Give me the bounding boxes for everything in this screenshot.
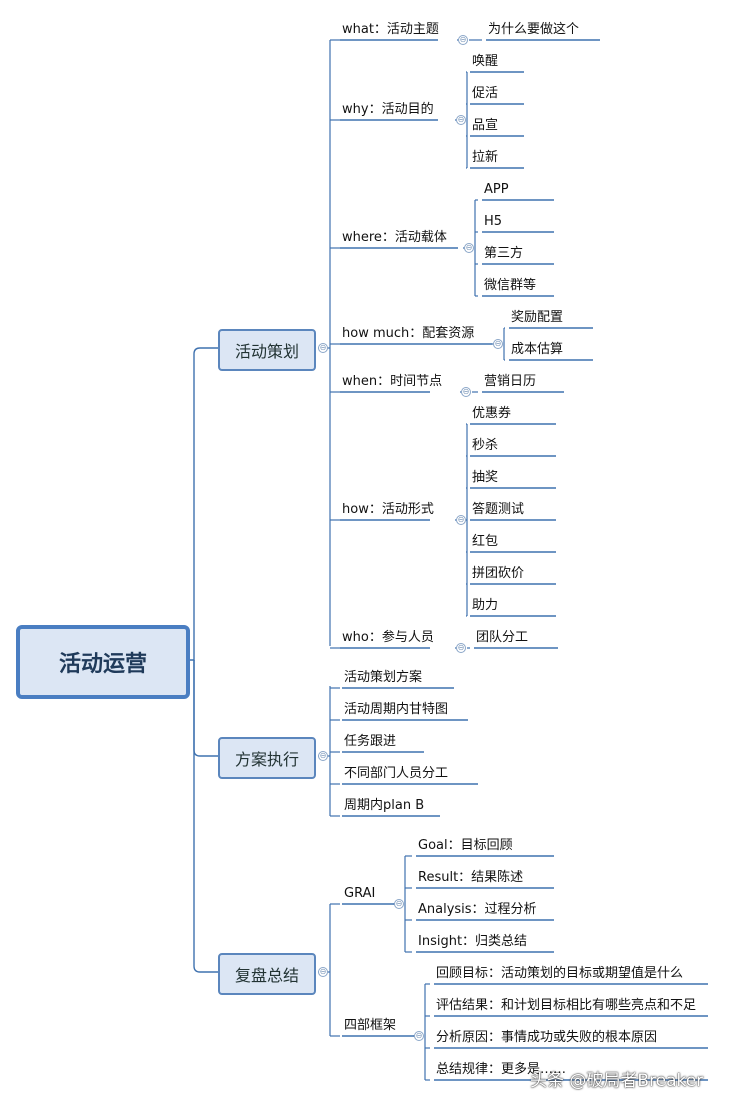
topic-node[interactable]: why：活动目的: [342, 102, 434, 117]
leaf-node[interactable]: APP: [484, 182, 509, 197]
topic-node[interactable]: how：活动形式: [342, 502, 434, 517]
topic-node[interactable]: who：参与人员: [342, 630, 434, 645]
leaf-node[interactable]: 微信群等: [484, 278, 537, 293]
leaf-node[interactable]: 活动周期内甘特图: [344, 702, 449, 717]
connector: [193, 660, 218, 973]
branch-activity-planning[interactable]: 活动策划: [218, 329, 316, 371]
branch-plan-execution[interactable]: 方案执行: [218, 737, 316, 779]
collapse-toggle-icon[interactable]: ⊖: [458, 35, 468, 45]
leaf-node[interactable]: 总结规律：更多是……: [436, 1062, 567, 1077]
collapse-toggle-icon[interactable]: ⊖: [493, 339, 503, 349]
leaf-node[interactable]: Insight：归类总结: [418, 934, 528, 949]
leaf-node[interactable]: 不同部门人员分工: [344, 766, 449, 781]
leaf-node[interactable]: 答题测试: [472, 502, 525, 517]
leaf-node[interactable]: 奖励配置: [511, 310, 564, 325]
leaf-node[interactable]: H5: [484, 214, 503, 229]
collapse-toggle-icon[interactable]: ⊖: [456, 643, 466, 653]
leaf-node[interactable]: Goal：目标回顾: [418, 838, 513, 853]
leaf-node[interactable]: 优惠券: [472, 406, 512, 421]
collapse-toggle-icon[interactable]: ⊖: [461, 387, 471, 397]
leaf-node[interactable]: 拉新: [472, 150, 499, 165]
leaf-node[interactable]: 促活: [472, 86, 499, 101]
topic-node[interactable]: when：时间节点: [342, 374, 443, 389]
leaf-node[interactable]: 抽奖: [472, 470, 499, 485]
leaf-node[interactable]: 周期内plan B: [344, 798, 425, 813]
leaf-node[interactable]: 为什么要做这个: [488, 22, 580, 37]
leaf-node[interactable]: 团队分工: [476, 630, 529, 645]
collapse-toggle-icon[interactable]: ⊖: [456, 515, 466, 525]
leaf-node[interactable]: 任务跟进: [344, 734, 397, 749]
collapse-toggle-icon[interactable]: ⊖: [318, 967, 328, 977]
leaf-node[interactable]: 营销日历: [484, 374, 537, 389]
leaf-node[interactable]: 秒杀: [472, 438, 499, 453]
collapse-toggle-icon[interactable]: ⊖: [414, 1031, 424, 1041]
leaf-node[interactable]: 活动策划方案: [344, 670, 423, 685]
leaf-node[interactable]: 红包: [472, 534, 499, 549]
leaf-node[interactable]: 成本估算: [511, 342, 564, 357]
collapse-toggle-icon[interactable]: ⊖: [464, 243, 474, 253]
topic-node[interactable]: 四部框架: [344, 1018, 397, 1033]
topic-node[interactable]: GRAI: [344, 886, 376, 901]
topic-node[interactable]: how much：配套资源: [342, 326, 475, 341]
connector: [193, 660, 218, 757]
leaf-node[interactable]: 品宣: [472, 118, 499, 133]
leaf-node[interactable]: 第三方: [484, 246, 524, 261]
leaf-node[interactable]: 评估结果：和计划目标相比有哪些亮点和不足: [436, 998, 697, 1013]
collapse-toggle-icon[interactable]: ⊖: [318, 343, 328, 353]
collapse-toggle-icon[interactable]: ⊖: [318, 751, 328, 761]
connector: [182, 347, 218, 661]
leaf-node[interactable]: 助力: [472, 598, 499, 613]
leaf-node[interactable]: 拼团砍价: [472, 566, 525, 581]
topic-node[interactable]: where：活动载体: [342, 230, 447, 245]
root-node[interactable]: 活动运营: [16, 625, 190, 699]
collapse-toggle-icon[interactable]: ⊖: [456, 115, 466, 125]
topic-node[interactable]: what：活动主题: [342, 22, 439, 37]
leaf-node[interactable]: Analysis：过程分析: [418, 902, 537, 917]
leaf-node[interactable]: 唤醒: [472, 54, 499, 69]
leaf-node[interactable]: 分析原因：事情成功或失败的根本原因: [436, 1030, 658, 1045]
collapse-toggle-icon[interactable]: ⊖: [394, 899, 404, 909]
branch-review-summary[interactable]: 复盘总结: [218, 953, 316, 995]
leaf-node[interactable]: 回顾目标：活动策划的目标或期望值是什么: [436, 966, 684, 981]
leaf-node[interactable]: Result：结果陈述: [418, 870, 524, 885]
watermark: 头条 @破局者Breaker: [530, 1071, 704, 1091]
